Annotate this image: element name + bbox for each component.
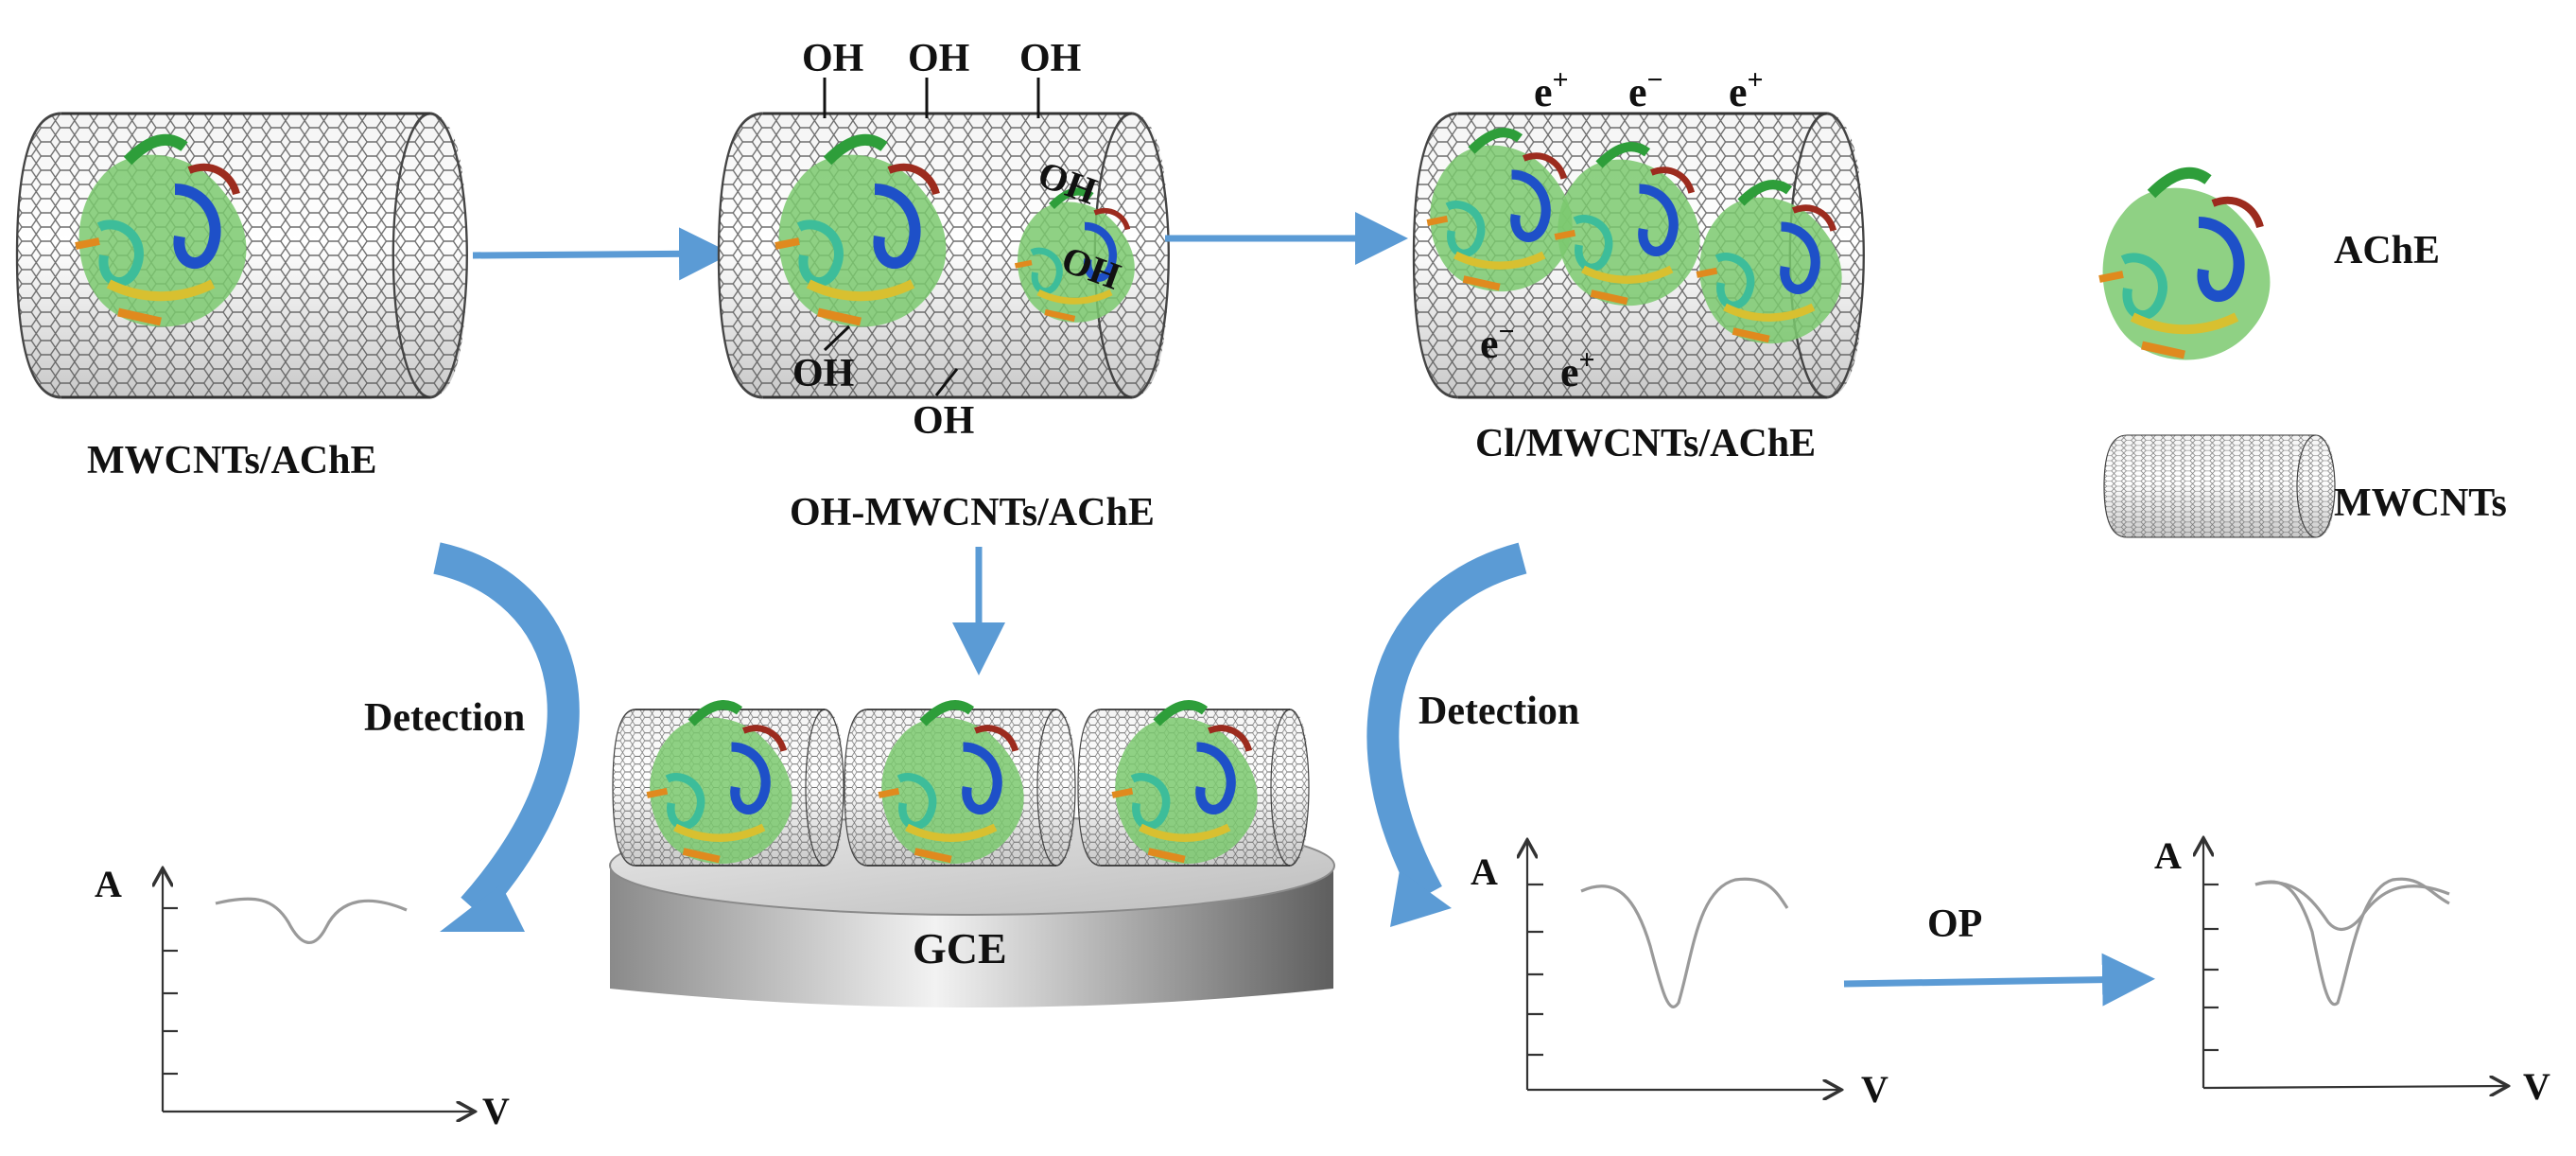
y-axis-label: A bbox=[95, 863, 122, 905]
label-gce: GCE bbox=[913, 924, 1007, 972]
legend-ache-label: AChE bbox=[2334, 229, 2440, 272]
oh-label: OH bbox=[908, 37, 969, 80]
x-axis-label: V bbox=[482, 1090, 510, 1132]
e-plus-label: e+ bbox=[1534, 64, 1569, 115]
e-plus-label: e+ bbox=[1729, 64, 1764, 115]
voltammogram-plot-2: A V bbox=[1471, 842, 1888, 1111]
oh-label: OH bbox=[792, 352, 854, 395]
legend-ache-icon bbox=[2099, 173, 2270, 360]
curved-arrow-head-right bbox=[1390, 870, 1452, 927]
e-minus-label: e− bbox=[1628, 64, 1663, 115]
e-plus-label: e+ bbox=[1560, 344, 1595, 395]
oh-label: OH bbox=[802, 37, 863, 80]
label-op: OP bbox=[1927, 902, 1982, 946]
arrow-op bbox=[1843, 953, 2155, 1007]
legend-mwcnts-icon bbox=[2103, 434, 2336, 538]
y-axis-label: A bbox=[2154, 834, 2182, 877]
x-axis-label: V bbox=[1861, 1068, 1888, 1111]
e-minus-label: e− bbox=[1480, 316, 1515, 367]
oh-label: OH bbox=[913, 399, 974, 443]
oh-groups-bottom: OH OH bbox=[792, 324, 974, 443]
charge-labels: e+ e− e+ e− e+ bbox=[1480, 64, 1764, 395]
curved-arrow-detection-right bbox=[1366, 542, 1527, 902]
label-mwcnts-ache: MWCNTs/AChE bbox=[87, 439, 377, 482]
label-cl-mwcnts-ache: Cl/MWCNTs/AChE bbox=[1475, 422, 1816, 465]
y-axis-label: A bbox=[1471, 850, 1498, 893]
voltammogram-plot-1: A V bbox=[95, 863, 510, 1132]
oh-label: OH bbox=[1019, 37, 1081, 80]
oh-groups-top: OH OH OH bbox=[802, 37, 1081, 118]
label-detection-right: Detection bbox=[1419, 690, 1579, 733]
label-oh-mwcnts-ache: OH-MWCNTs/AChE bbox=[790, 491, 1155, 534]
curved-arrow-detection-left bbox=[433, 542, 580, 920]
x-axis-label: V bbox=[2523, 1065, 2550, 1108]
legend: AChE MWCNTs bbox=[2099, 173, 2507, 538]
legend-mwcnts-label: MWCNTs bbox=[2334, 482, 2507, 525]
voltammogram-plot-3: A V bbox=[2154, 834, 2550, 1108]
curved-arrow-head-left bbox=[440, 885, 525, 932]
label-detection-left: Detection bbox=[364, 696, 525, 740]
arrow-functionalize bbox=[472, 227, 732, 281]
